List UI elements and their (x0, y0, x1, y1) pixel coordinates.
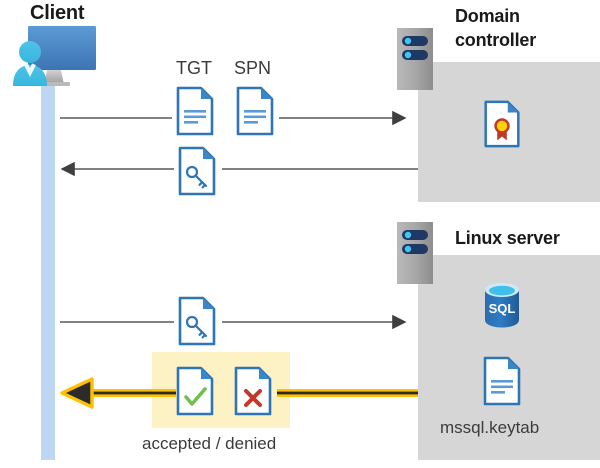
server-rack-icon (397, 222, 433, 284)
client-lifeline (41, 78, 55, 460)
document-icon (236, 86, 274, 136)
flow-auth-result (60, 377, 418, 409)
server-rack-icon (397, 28, 433, 90)
key-document-icon (178, 146, 216, 196)
client-workstation-icon (13, 26, 96, 86)
document-check-icon (176, 366, 214, 416)
certificate-document-icon (484, 100, 520, 148)
label-spn: SPN (234, 58, 272, 78)
label-tgt: TGT (176, 58, 212, 78)
page-title-client: Client (30, 2, 85, 24)
label-mssql-keytab: mssql.keytab (440, 418, 540, 437)
svg-text:SQL: SQL (489, 301, 516, 316)
sql-database-icon: SQL (485, 283, 519, 328)
label-accepted-denied: accepted / denied (142, 434, 277, 453)
document-icon (483, 356, 521, 406)
document-cross-icon (234, 366, 272, 416)
key-document-icon (178, 296, 216, 346)
page-title-domain-controller: Domain controller (455, 6, 537, 50)
page-title-linux-server: Linux server (455, 228, 560, 248)
document-icon (176, 86, 214, 136)
